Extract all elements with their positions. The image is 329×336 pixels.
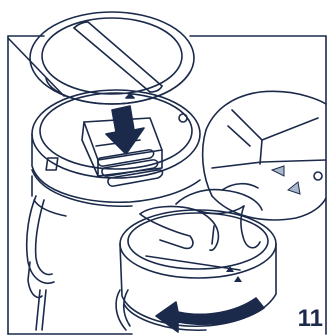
- lantern-base-icon: [115, 209, 277, 331]
- rotate-arrow-icon: [155, 297, 265, 333]
- panel-frame: [7, 35, 327, 335]
- step-number: 11: [297, 305, 323, 332]
- lid-icon: [29, 11, 195, 105]
- strap-icon: [25, 195, 55, 331]
- insert-arrow-icon: [105, 105, 145, 155]
- hand-icon: [139, 182, 263, 252]
- alignment-marker-icon: [226, 165, 301, 282]
- lid-marker-icon: [125, 93, 135, 99]
- detail-inset: [201, 90, 327, 221]
